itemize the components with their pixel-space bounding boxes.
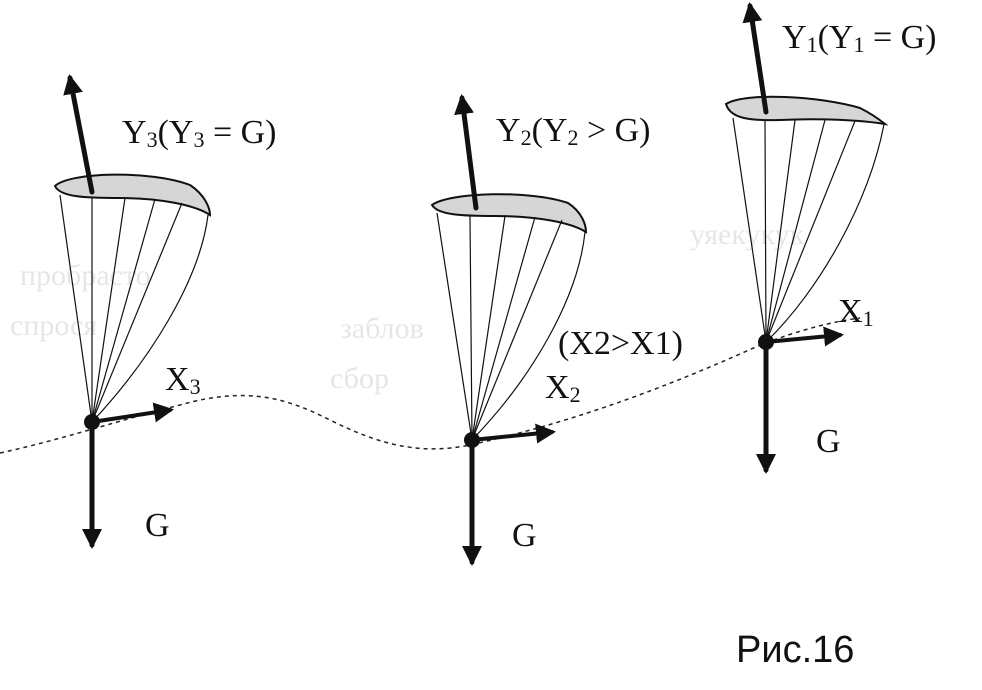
glider-3-weight-label: G bbox=[145, 507, 170, 544]
glider-2-canopy bbox=[430, 193, 588, 234]
glider-3-lines bbox=[59, 194, 209, 423]
glider-1-drag-label: X1 bbox=[838, 293, 874, 331]
glider-1-weight-label: G bbox=[816, 423, 841, 460]
bleed-through-noise: пробрасто спрося заблов сбор уяекукук bbox=[10, 218, 805, 395]
svg-text:уяекукук: уяекукук bbox=[690, 218, 805, 251]
glider-3-drag-arrow bbox=[90, 402, 174, 424]
glider-3: Y3(Y3 = G) X3 G bbox=[53, 74, 277, 549]
glider-3-lift-label: Y3(Y3 = G) bbox=[122, 114, 277, 152]
glider-1-canopy bbox=[724, 95, 889, 126]
svg-text:пробрасто: пробрасто bbox=[20, 259, 151, 292]
glider-1: Y1(Y1 = G) X1 G bbox=[724, 2, 937, 474]
glider-2-lines bbox=[436, 212, 586, 441]
glider-2-lift-arrow bbox=[454, 94, 479, 211]
svg-text:заблов: заблов bbox=[340, 312, 424, 345]
glider-2-lift-label: Y2(Y2 > G) bbox=[496, 112, 651, 150]
glider-3-drag-label: X3 bbox=[165, 361, 201, 399]
glider-1-lines bbox=[732, 117, 885, 343]
glider-2-drag-label: X2 bbox=[545, 369, 581, 407]
glider-2: Y2(Y2 > G) X2 G bbox=[430, 94, 651, 566]
flight-trajectory bbox=[0, 317, 861, 454]
glider-3-lift-arrow bbox=[63, 74, 95, 195]
glider-1-drag-arrow bbox=[764, 326, 844, 347]
glider-2-drag-arrow bbox=[470, 423, 556, 444]
glider-3-canopy bbox=[53, 173, 212, 217]
drag-comparison-label: (X2>X1) bbox=[558, 325, 683, 362]
glider-1-lift-label: Y1(Y1 = G) bbox=[782, 19, 937, 57]
svg-text:сбор: сбор bbox=[330, 362, 389, 395]
svg-text:спрося: спрося bbox=[10, 309, 97, 342]
glider-2-weight-label: G bbox=[512, 517, 537, 554]
figure-caption: Рис.16 bbox=[736, 629, 854, 671]
glider-1-lift-arrow bbox=[742, 2, 769, 115]
